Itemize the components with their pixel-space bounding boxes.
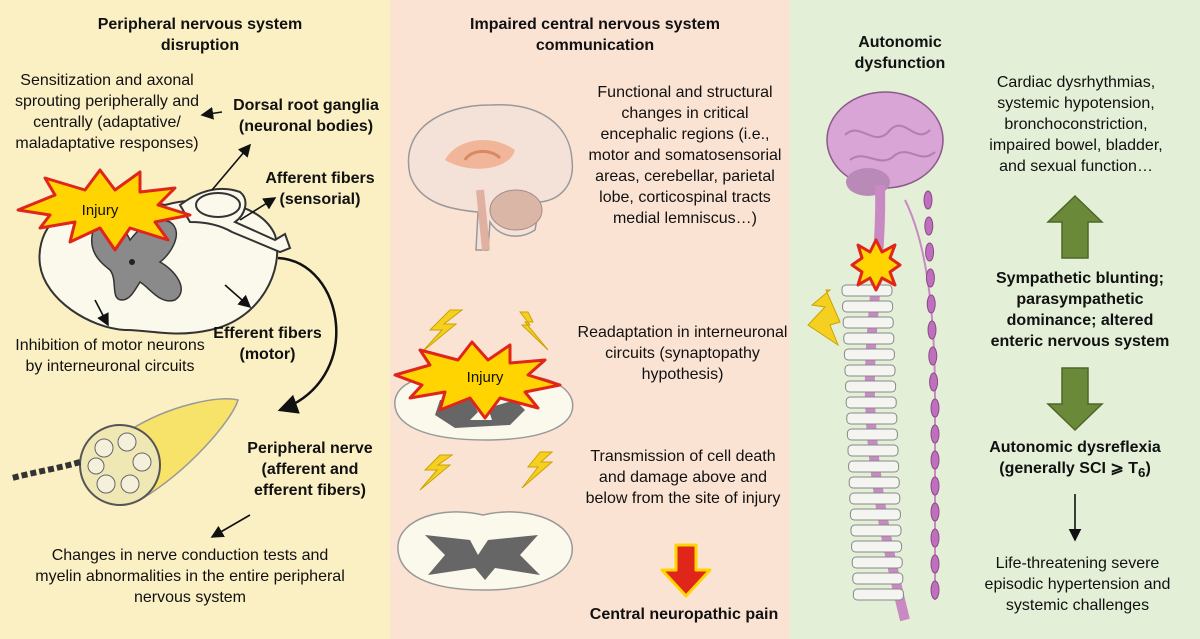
vertebra [846,412,898,425]
inhibition-text: Inhibition of motor neurons by interneur… [15,337,205,375]
sympathetic-text: Sympathetic blunting; parasympathetic do… [990,270,1170,350]
ganglion [930,398,940,418]
ganglion [930,502,940,522]
ganglion [930,554,940,574]
peripheral-arrows [94,107,338,538]
ganglion [930,476,940,496]
vertebra [849,508,901,521]
vertebra [852,588,904,601]
vertebra [850,524,902,537]
pain-down-arrow [660,543,712,598]
transmission-text: Transmission of cell death and damage ab… [585,448,781,507]
vertebra [844,364,896,377]
injury-burst-peripheral [16,168,192,252]
outcome-text: Life-threatening severe episodic hyperte… [984,555,1171,614]
injury-label-peripheral: Injury [81,202,119,219]
ganglion [926,294,936,314]
vertebra [842,316,894,329]
vertebra [846,428,898,441]
brain-sagittal-illustration [407,104,574,251]
lightning-bolts-central [419,309,554,491]
dysreflexia-close: ) [1145,460,1151,477]
vertebra [848,476,900,489]
vertebra [848,460,900,473]
functional-changes-text: Functional and structural changes in cri… [588,84,782,227]
vertebra [852,572,904,585]
vertebra [849,492,901,505]
ganglion [927,320,937,340]
dysreflexia-note: (generally SCI ⩾ T [999,460,1139,477]
injury-burst-central [393,340,562,420]
vertebra [842,300,894,313]
ganglion [930,450,940,470]
injury-burst-autonomic [850,238,902,292]
green-down-arrow [1046,367,1104,432]
central-title: Impaired central nervous system communic… [470,16,720,54]
ganglion [930,424,940,444]
peripheral-nerve-label: Peripheral nerve (afferent and efferent … [247,440,373,499]
neuropathic-pain-label: Central neuropathic pain [589,606,779,623]
afferent-fibers-label: Afferent fibers (sensorial) [265,170,375,208]
ganglion [925,268,935,288]
vertebra [843,332,895,345]
vertebra [847,444,899,457]
vertebra [841,284,893,297]
vertebra [845,380,897,393]
ganglion [928,346,938,366]
conduction-text: Changes in nerve conduction tests and my… [35,547,345,606]
autonomic-title: Autonomic dysfunction [854,34,946,72]
green-up-arrow [1046,194,1104,259]
peripheral-title: Peripheral nervous system disruption [97,16,303,54]
efferent-fibers-label: Efferent fibers (motor) [213,325,322,363]
vertebra [845,396,897,409]
ganglion [923,190,933,210]
autonomic-vertebrae [841,284,904,601]
vertebra [843,348,895,361]
sensitization-text: Sensitization and axonal sprouting perip… [14,72,200,152]
ganglion [925,242,935,262]
peripheral-nerve-illustration [11,398,239,506]
autonomic-effects-text: Cardiac dysrhythmias, systemic hypotensi… [989,74,1163,175]
ganglion [930,580,940,600]
vertebra [851,540,903,553]
dorsal-root-ganglia-label: Dorsal root ganglia (neuronal bodies) [233,97,379,135]
injury-label-central: Injury [466,369,504,386]
ganglion [924,216,934,236]
readaptation-text: Readaptation in interneuronal circuits (… [577,324,788,383]
ganglion [930,528,940,548]
dysreflexia-title: Autonomic dysreflexia [989,439,1161,456]
ganglion [929,372,939,392]
vertebra [851,556,903,569]
lightning-bolt-autonomic [807,289,841,347]
spinal-section-lower [397,511,573,591]
dysreflexia-label: Autonomic dysreflexia (generally SCI ⩾ T… [975,437,1175,483]
dysreflexia-subscript: 6 [1138,465,1146,481]
autonomic-ganglia [923,190,940,600]
spinal-cord-cross-section [38,187,292,335]
